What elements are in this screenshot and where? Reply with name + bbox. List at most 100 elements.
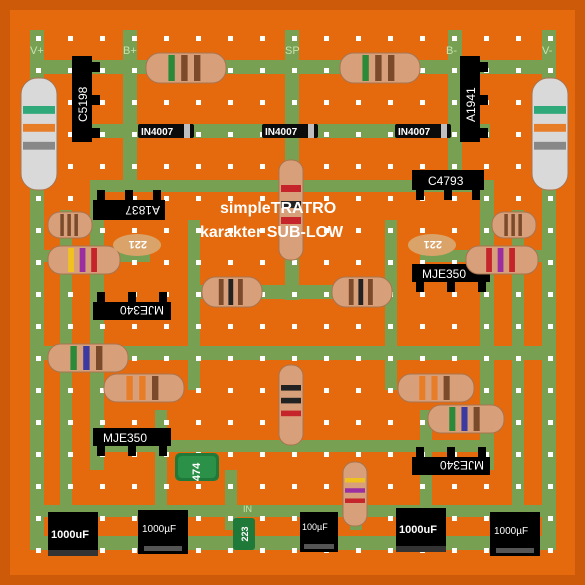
resistor-band — [388, 55, 395, 81]
resistor-center-left — [201, 276, 263, 308]
pad — [132, 548, 137, 553]
pad — [388, 36, 393, 41]
pad — [388, 132, 393, 137]
resistor-band — [486, 248, 492, 272]
pad — [356, 548, 361, 553]
pad — [420, 292, 425, 297]
resistor-band — [68, 248, 74, 272]
resistor-band — [518, 214, 522, 236]
label-bminus: B- — [446, 45, 457, 57]
pad — [356, 452, 361, 457]
transistor-c4793-label: C4793 — [428, 174, 464, 188]
resistor-left-low-1 — [47, 343, 129, 373]
pad — [68, 292, 73, 297]
resistor-band — [83, 346, 90, 370]
pad — [548, 548, 553, 553]
pad — [516, 452, 521, 457]
ceramic-cap-2-label: 221 — [424, 238, 442, 250]
resistor-left-small-top — [47, 211, 93, 239]
pad — [452, 100, 457, 105]
pad — [484, 324, 489, 329]
pad — [356, 324, 361, 329]
transistor-c5198: C5198 — [72, 56, 100, 142]
resistor-power-left — [20, 77, 58, 191]
pad — [484, 228, 489, 233]
pad — [324, 484, 329, 489]
transistor-mje350-left: MJE350 — [93, 428, 171, 456]
resistor-band — [218, 279, 224, 305]
pad — [260, 356, 265, 361]
resistor-band — [534, 123, 566, 132]
diode-1-label: IN4007 — [141, 127, 174, 138]
pad — [292, 548, 297, 553]
pad — [260, 260, 265, 265]
resistor-band — [509, 248, 515, 272]
resistor-band — [23, 106, 55, 114]
resistor-band — [139, 376, 146, 400]
pad — [68, 36, 73, 41]
pad — [420, 260, 425, 265]
pad — [132, 420, 137, 425]
pad — [452, 228, 457, 233]
resistor-band — [67, 214, 71, 236]
resistor-band — [238, 279, 243, 305]
pad — [228, 260, 233, 265]
pad — [324, 36, 329, 41]
pad — [516, 100, 521, 105]
pad — [100, 132, 105, 137]
resistor-band — [96, 346, 103, 370]
resistor-band — [70, 346, 77, 370]
pad — [68, 68, 73, 73]
electrolytic-5-label: 1000µF — [494, 526, 528, 537]
resistor-band — [91, 248, 97, 272]
pad — [420, 324, 425, 329]
ceramic-cap-2: 221 — [408, 234, 456, 256]
pad — [164, 324, 169, 329]
rail-labels: V+ B+ SP B- V- IN — [30, 45, 553, 514]
pad — [356, 228, 361, 233]
resistor-body — [20, 77, 58, 191]
pad — [260, 196, 265, 201]
pad — [516, 324, 521, 329]
pad — [548, 260, 553, 265]
resistor-band — [168, 55, 175, 81]
film-cap-474-label: 474 — [191, 462, 203, 481]
pad — [68, 132, 73, 137]
pad — [388, 324, 393, 329]
pad — [324, 164, 329, 169]
resistor-band — [281, 397, 301, 404]
pad — [324, 100, 329, 105]
pad — [388, 100, 393, 105]
pad — [516, 36, 521, 41]
resistor-band — [473, 407, 480, 431]
pad — [132, 324, 137, 329]
pad — [324, 260, 329, 265]
pad — [260, 548, 265, 553]
pad — [100, 420, 105, 425]
pad — [260, 292, 265, 297]
electrolytic-caps: 1000uF 1000µF 100µF 1000uF 1000µF — [48, 508, 540, 556]
pad — [356, 132, 361, 137]
pad — [292, 452, 297, 457]
resistor-body — [342, 461, 368, 527]
transistor-mje350-left-label: MJE350 — [103, 431, 147, 445]
pad — [452, 36, 457, 41]
pad — [260, 420, 265, 425]
pad — [548, 228, 553, 233]
pad — [356, 388, 361, 393]
pad — [196, 324, 201, 329]
label-sp: SP — [285, 45, 300, 57]
pad — [132, 228, 137, 233]
film-cap-223: 223 — [233, 518, 255, 550]
pad — [68, 388, 73, 393]
ceramic-caps: 221 221 — [113, 234, 456, 256]
trace-bminus-rail — [448, 30, 462, 190]
pad — [260, 164, 265, 169]
pad — [548, 36, 553, 41]
pad — [452, 260, 457, 265]
pad — [132, 484, 137, 489]
label-bplus: B+ — [123, 45, 137, 57]
pad — [356, 196, 361, 201]
pad — [260, 516, 265, 521]
pad — [260, 100, 265, 105]
